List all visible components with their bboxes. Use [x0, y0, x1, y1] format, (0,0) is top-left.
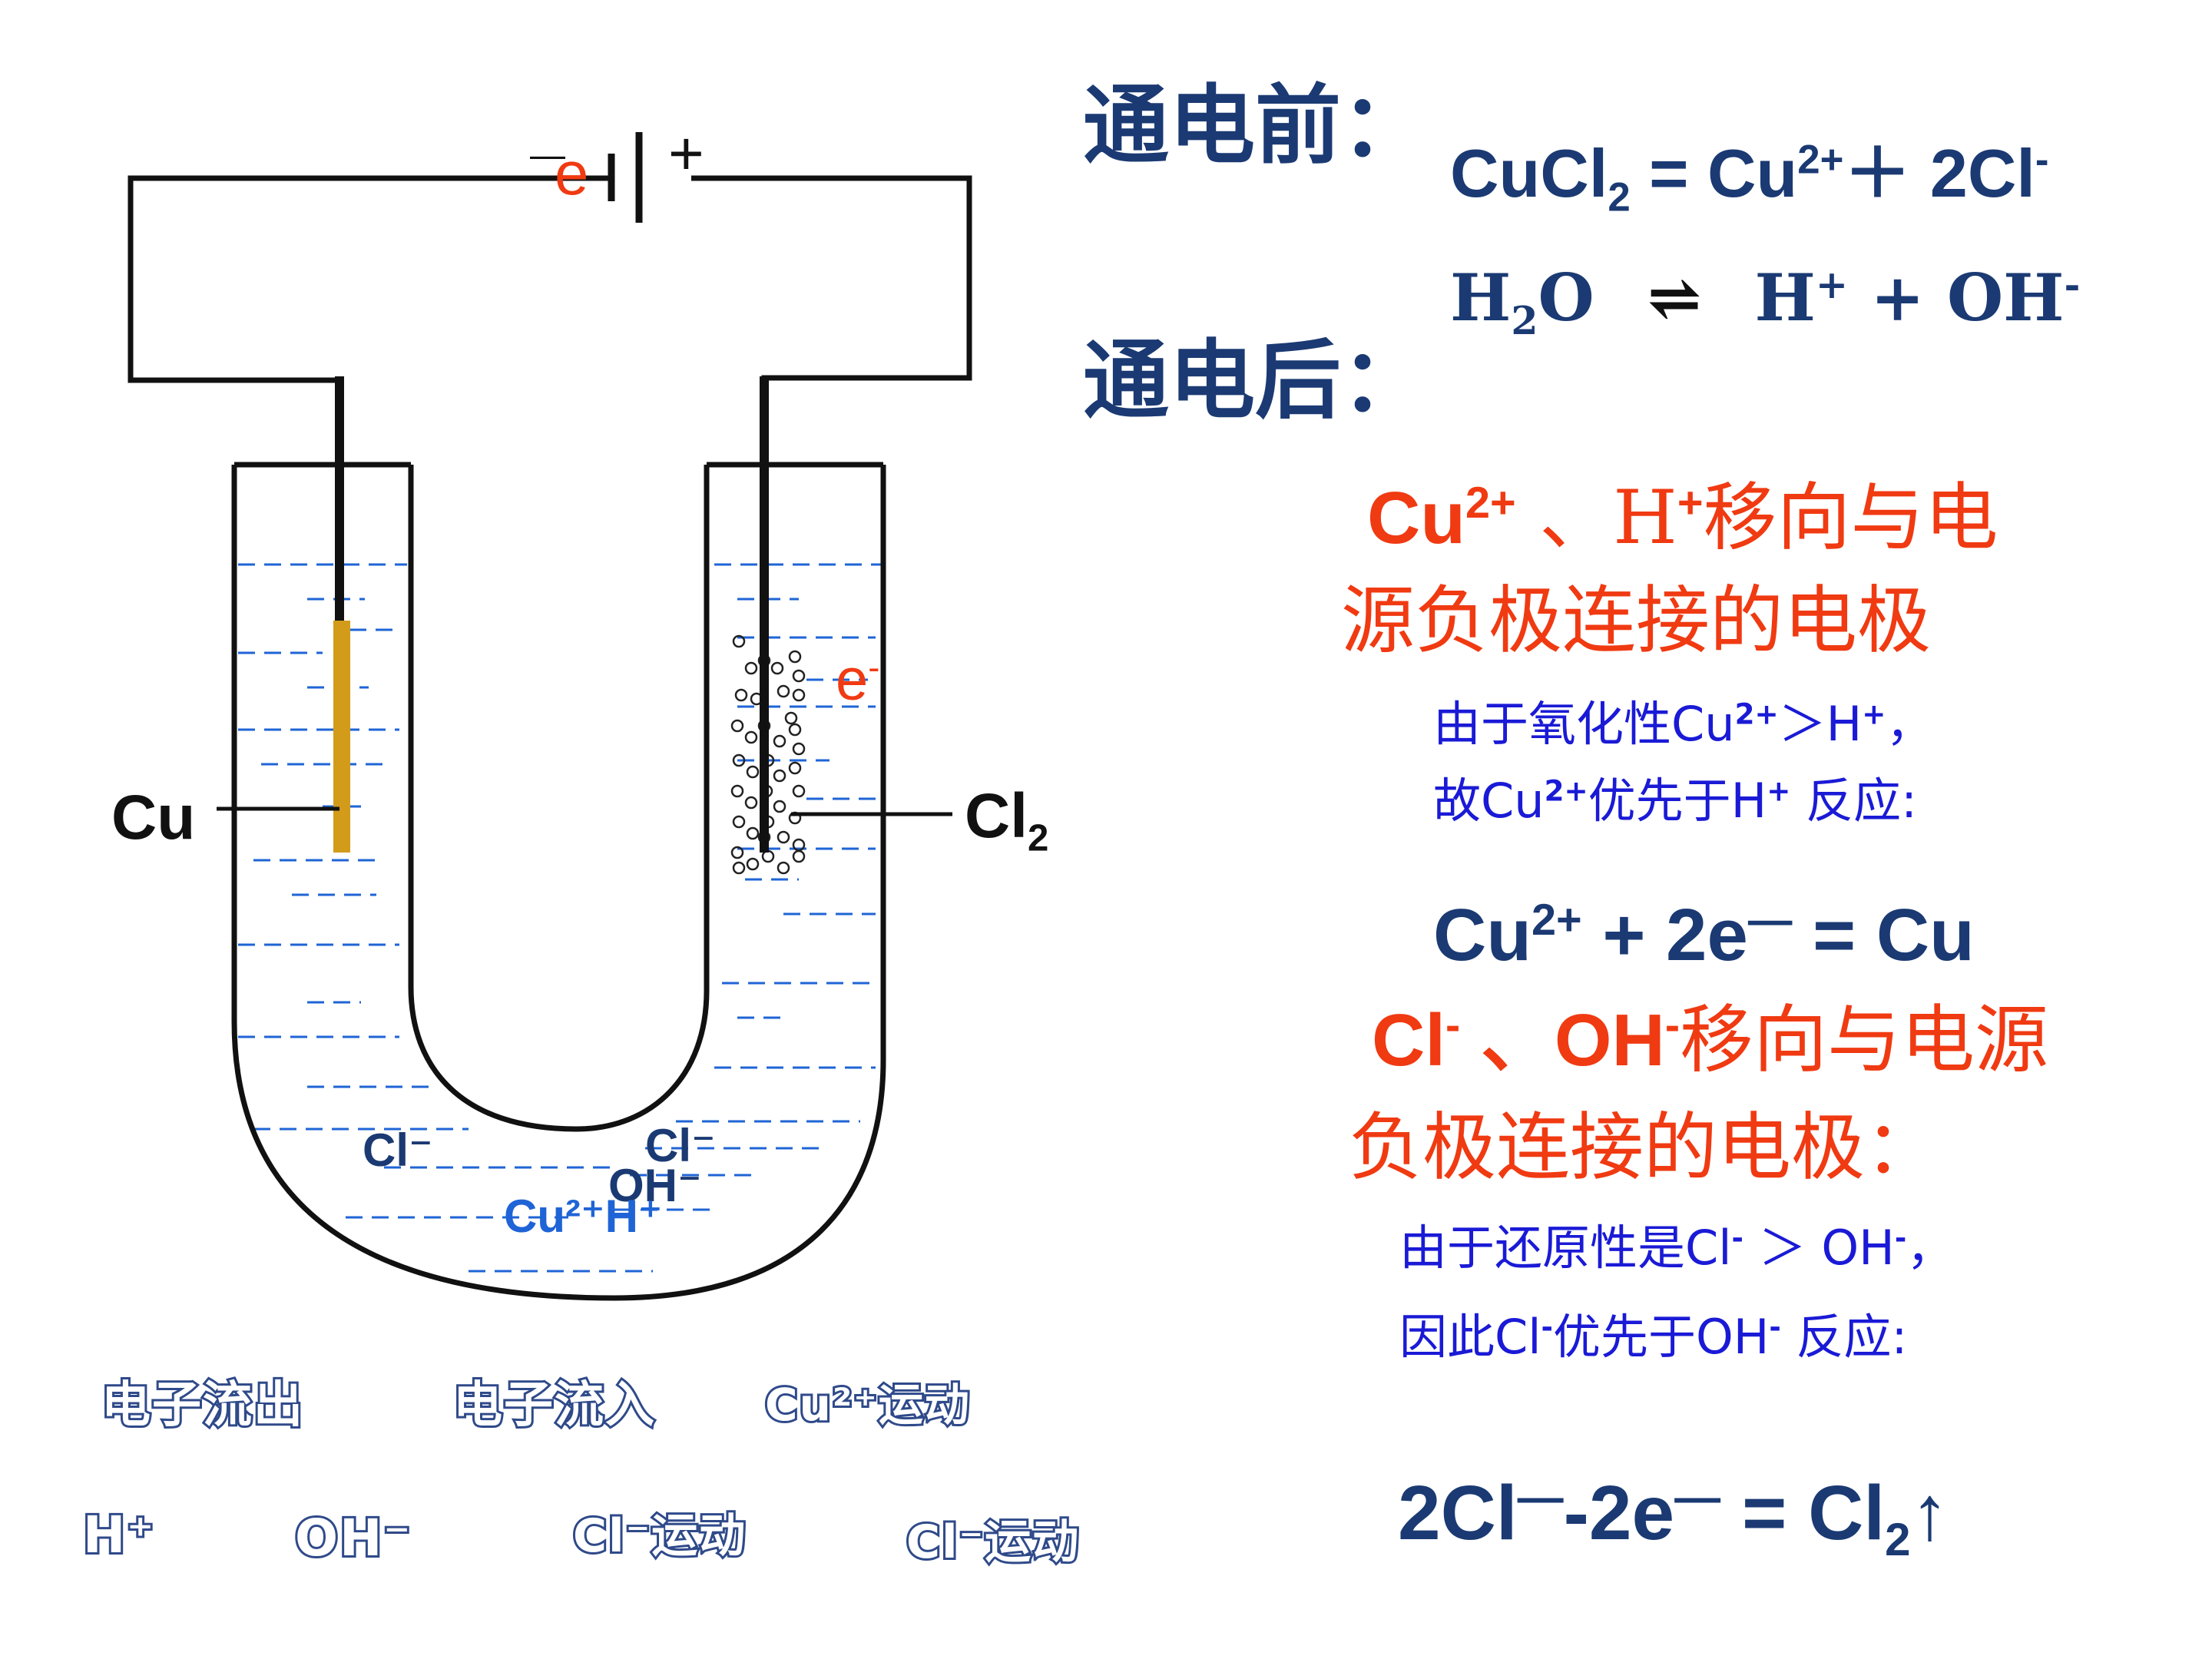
eq-sup: -: [2064, 262, 2081, 307]
cathode-half-reaction: Cu2+ + 2e— = Cu: [1433, 896, 1975, 972]
eq-sup: —: [1747, 896, 1793, 945]
eq-part: = Cu: [1630, 135, 1798, 211]
text-sup: +: [1677, 478, 1704, 528]
text-part: ，: [1886, 696, 1934, 752]
text-sup: 2+: [1734, 697, 1779, 731]
text-sup: 2+: [1465, 478, 1516, 528]
text-sup: +: [1862, 697, 1886, 731]
after-electrolysis-title: 通电后：: [1083, 330, 1427, 431]
cl-motion-button-2[interactable]: Cl⁻运动: [904, 1515, 1081, 1569]
eq-part: = Cu: [1792, 894, 1975, 976]
equilibrium-arrow-icon: ⇌: [1647, 260, 1702, 336]
eq-part: ↑: [1910, 1470, 1949, 1556]
eq-sub: 2: [1511, 297, 1538, 343]
text-part: 由于还原性是Cl: [1399, 1220, 1732, 1276]
eq-part: -2e: [1563, 1470, 1675, 1556]
eq-sup: —: [1517, 1471, 1564, 1523]
cathode-reason-line2: 故Cu2+优先于H+ 反应:: [1433, 777, 1917, 825]
anode-reason-line1: 由于还原性是Cl- ＞ OH-，: [1399, 1224, 1954, 1272]
cu-motion-button[interactable]: Cu²⁺运动: [763, 1379, 972, 1431]
water-line: [238, 563, 653, 1273]
eq-sub: 2: [1608, 174, 1631, 220]
text-part: 反应:: [1790, 773, 1918, 829]
oh-minus-button[interactable]: OH⁻: [293, 1508, 412, 1568]
battery-plus-sign: +: [668, 119, 704, 187]
text-part: 移向与电: [1703, 475, 1998, 561]
eq-sup: -: [2035, 137, 2049, 183]
text-sup: -: [1769, 1310, 1781, 1344]
anode-half-reaction: 2Cl—-2e— = Cl2↑: [1398, 1471, 1949, 1562]
eq-part: H: [1754, 260, 1816, 336]
eq-sup: —: [1674, 1471, 1721, 1523]
eq-sup: 2+: [1797, 137, 1844, 183]
h-plus-button[interactable]: H⁺: [81, 1505, 156, 1565]
text-sup: 2+: [1544, 773, 1588, 808]
cl2-electrode-label: Cl2: [965, 785, 1048, 857]
ion-chloride-right: Cl⁻: [645, 1120, 716, 1171]
eq-part: + OH: [1848, 260, 2065, 336]
text-part: ，: [1906, 1220, 1955, 1276]
text-part: Cu: [1367, 477, 1465, 559]
anode-ion-migration-line1: Cl- 、OH-移向与电源: [1372, 1003, 2048, 1078]
text-sup: -: [1731, 1220, 1743, 1255]
eq-part: O: [1538, 260, 1594, 336]
eq-part: = Cl: [1720, 1470, 1886, 1556]
text-sup: -: [1664, 1001, 1681, 1050]
eq-part: Cu: [1433, 894, 1532, 976]
text-part: 优先于OH: [1552, 1309, 1770, 1365]
cu-electrode-label: Cu: [111, 783, 196, 853]
text-sup: -: [1894, 1220, 1907, 1255]
text-part: 因此Cl: [1399, 1309, 1541, 1365]
circuit-wire: [127, 175, 972, 430]
right-electron-sup: -: [868, 647, 880, 687]
electron-in-button[interactable]: 电子流入: [451, 1377, 657, 1434]
water-ionization-equation: H2O ⇌ H+ + OH-: [1450, 260, 2080, 339]
cl2-label-sub: 2: [1028, 816, 1049, 859]
ion-chloride-left: Cl⁻: [363, 1124, 433, 1176]
text-part: ＞ OH: [1743, 1220, 1895, 1276]
text-part: ＞H: [1778, 696, 1863, 752]
cathode-ion-migration-line2: 源负极连接的电极: [1341, 578, 1931, 664]
text-part: 由于氧化性Cu: [1433, 696, 1735, 752]
battery-minus-sign: —: [530, 134, 565, 174]
text-part: 移向与电源: [1680, 997, 2049, 1083]
right-electron-text: e: [836, 647, 869, 713]
eq-part: H: [1450, 260, 1512, 336]
text-part: 反应:: [1780, 1309, 1908, 1365]
text-sup: +: [1767, 773, 1791, 808]
text-part: 故Cu: [1433, 773, 1545, 829]
eq-sub: 2: [1885, 1514, 1911, 1565]
before-electrolysis-title: 通电前：: [1083, 75, 1427, 176]
cl-motion-button-1[interactable]: Cl⁻运动: [571, 1509, 747, 1563]
electron-out-button[interactable]: 电子流出: [99, 1377, 305, 1434]
copper-electrode: [333, 621, 350, 853]
ion-copper-hydrogen: Cu²⁺H⁺: [504, 1190, 663, 1242]
text-part: 、OH: [1460, 999, 1665, 1081]
text-sup: -: [1541, 1310, 1553, 1344]
battery-electron-label: e: [555, 139, 589, 207]
eq-sup: +: [1815, 262, 1849, 307]
ion-hydroxide: OH⁻: [608, 1160, 702, 1211]
anode-reason-line2: 因此Cl-优先于OH- 反应:: [1399, 1313, 1907, 1361]
eq-part: CuCl: [1450, 135, 1608, 211]
text-part: Cl: [1372, 999, 1445, 1081]
text-part: 、H: [1515, 475, 1677, 561]
u-tube: [231, 462, 886, 1301]
eq-sup: 2+: [1531, 896, 1582, 945]
text-sup: -: [1445, 1001, 1461, 1050]
cathode-ion-migration-line1: Cu2+ 、H+移向与电: [1367, 481, 1998, 555]
eq-part: 2Cl: [1398, 1470, 1518, 1556]
cucl2-dissociation-equation: CuCl2 = Cu2+＋ 2Cl-: [1450, 137, 2049, 218]
text-part: 优先于H: [1588, 773, 1767, 829]
eq-part: ＋ 2Cl: [1843, 135, 2035, 211]
cl2-label-main: Cl: [965, 781, 1028, 851]
anode-ion-migration-line2: 负极连接的电极：: [1349, 1104, 1939, 1190]
eq-part: + 2e: [1581, 894, 1748, 976]
cathode-reason-line1: 由于氧化性Cu2+＞H+，: [1433, 700, 1933, 748]
right-electron-label: e-: [836, 647, 880, 710]
